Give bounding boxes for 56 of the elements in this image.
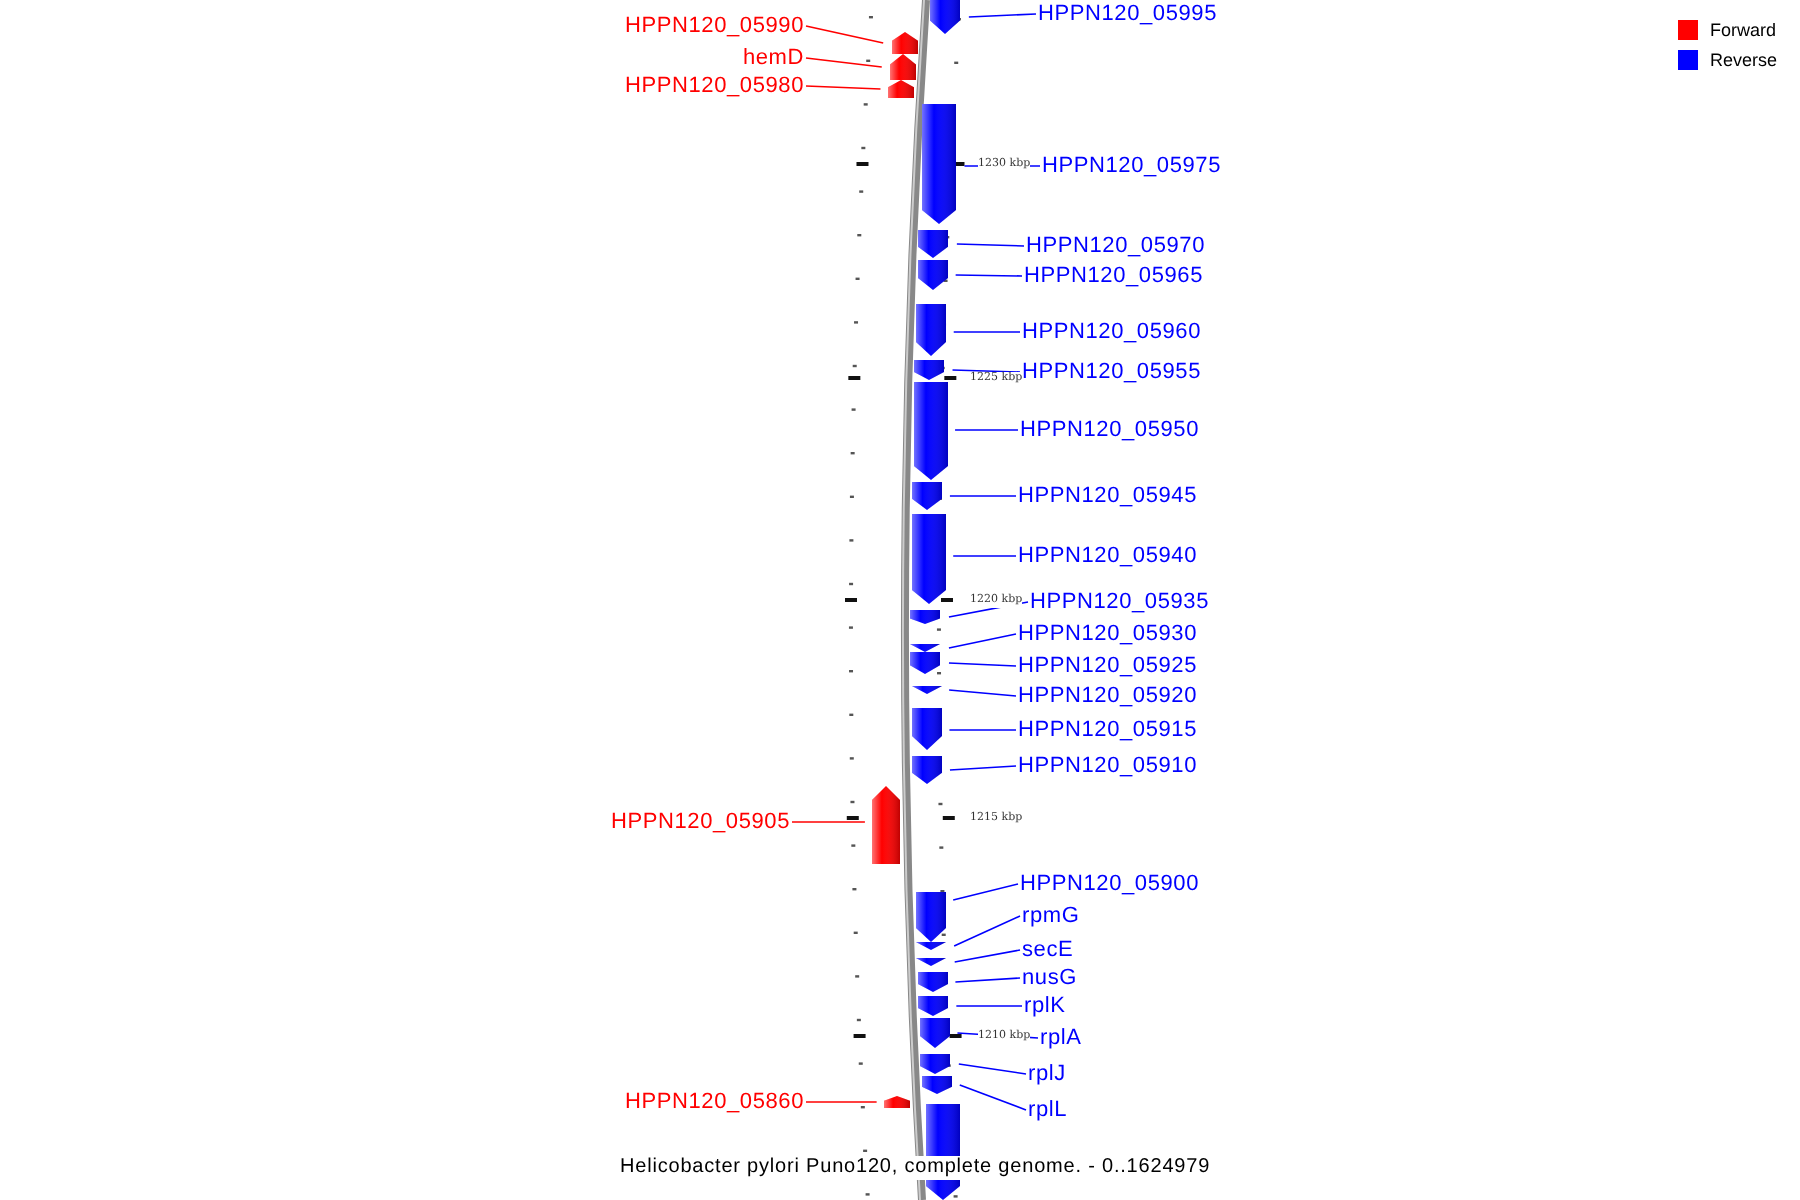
gene-label: HPPN120_05935 xyxy=(1030,590,1210,614)
leader-line xyxy=(805,25,884,44)
gene-label: HPPN120_05945 xyxy=(1018,484,1198,508)
gene-label: hemD xyxy=(742,46,804,70)
legend-label: Reverse xyxy=(1710,50,1778,70)
leader-line xyxy=(948,689,1017,697)
gene-label: HPPN120_05860 xyxy=(624,1090,804,1114)
leader-line xyxy=(953,949,1021,963)
leader-line xyxy=(949,765,1017,771)
gene-label: rplJ xyxy=(1028,1062,1066,1086)
leader-line xyxy=(952,331,1021,333)
gene-label: HPPN120_05970 xyxy=(1026,234,1206,258)
leader-line xyxy=(954,274,1023,277)
leader-line xyxy=(791,821,866,823)
leader-line xyxy=(948,729,1017,731)
leader-line xyxy=(952,555,1017,557)
gene-label: HPPN120_05975 xyxy=(1042,154,1222,178)
gene-label: rplL xyxy=(1028,1098,1068,1122)
legend-label: Forward xyxy=(1710,20,1777,40)
leader-line xyxy=(805,57,883,68)
leader-line xyxy=(952,883,1019,901)
leader-line xyxy=(954,977,1021,983)
leader-line xyxy=(954,429,1019,431)
leader-line xyxy=(949,495,1017,497)
gene-label: HPPN120_05920 xyxy=(1018,684,1198,708)
leader-line xyxy=(968,13,1037,18)
leader-line xyxy=(805,1101,878,1103)
caption: Helicobacter pylori Puno120, complete genome. - 0..1624979 xyxy=(620,1156,1211,1180)
leader-line xyxy=(959,1084,1027,1111)
gene-label: HPPN120_05965 xyxy=(1024,264,1204,288)
gene-label: HPPN120_05950 xyxy=(1020,418,1200,442)
gene-label: nusG xyxy=(1022,966,1077,990)
gene-label: HPPN120_05930 xyxy=(1018,622,1198,646)
gene-label: HPPN120_05940 xyxy=(1018,544,1198,568)
gene-label: HPPN120_05995 xyxy=(1038,2,1218,26)
gene-label: HPPN120_05990 xyxy=(624,14,804,38)
gene-label: HPPN120_05955 xyxy=(1022,360,1202,384)
leader-line xyxy=(951,369,1021,373)
gene-label: HPPN120_05960 xyxy=(1022,320,1202,344)
gene-label: rplA xyxy=(1040,1026,1082,1050)
leader-line xyxy=(958,1063,1027,1075)
leader-line xyxy=(805,85,882,90)
gene-label: HPPN120_05915 xyxy=(1018,718,1198,742)
leader-line xyxy=(953,915,1021,947)
gene-label: rpmG xyxy=(1022,904,1080,928)
gene-label: secE xyxy=(1022,938,1074,962)
gene-label: HPPN120_05900 xyxy=(1020,872,1200,896)
gene-label: HPPN120_05905 xyxy=(610,810,790,834)
leader-line xyxy=(956,243,1025,247)
leader-line xyxy=(955,1005,1023,1007)
leader-line xyxy=(948,662,1017,667)
gene-label: HPPN120_05910 xyxy=(1018,754,1198,778)
leader-line xyxy=(948,633,1017,649)
gene-label: HPPN120_05980 xyxy=(624,74,804,98)
gene-label: HPPN120_05925 xyxy=(1018,654,1198,678)
gene-label: rplK xyxy=(1024,994,1066,1018)
